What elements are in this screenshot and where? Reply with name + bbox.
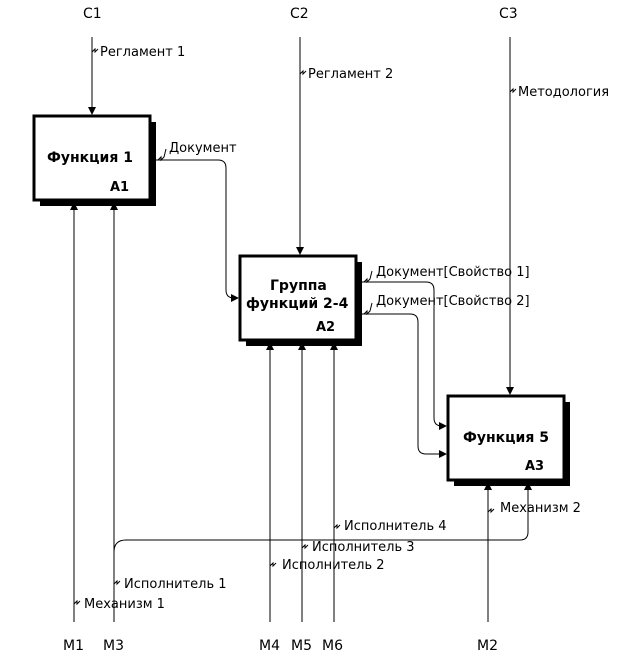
mechanism-m4-label: M4 [259, 638, 280, 654]
box-a3-frame [446, 394, 566, 482]
box-a2-frame [238, 254, 358, 342]
control-c3-label: C3 [499, 6, 518, 22]
label-connectors [73, 47, 517, 606]
control-c2-label: C2 [290, 6, 309, 22]
box-a3-number: A3 [525, 459, 544, 474]
control-c1-label: C1 [83, 6, 102, 22]
box-a1-title: Функция 1 [47, 150, 133, 166]
label-reglament2: Регламент 2 [308, 67, 393, 82]
box-a1-number: A1 [110, 180, 129, 195]
label-mechanism1: Механизм 1 [84, 597, 165, 612]
box-a2[interactable]: Группа функций 2-4 A2 [238, 254, 362, 346]
box-a2-title-line1: Группа [270, 278, 327, 294]
label-methodology: Методология [518, 85, 609, 100]
mechanism-m1-label: M1 [63, 638, 84, 654]
box-a3-title: Функция 5 [463, 430, 549, 446]
arrow-m3-executor4-branch[interactable] [113, 482, 532, 553]
label-mechanism2: Механизм 2 [500, 501, 581, 516]
label-executor4: Исполнитель 4 [344, 519, 447, 534]
box-a1[interactable]: Функция 1 A1 [32, 114, 156, 206]
mechanism-m3-label: M3 [103, 638, 124, 654]
label-document-prop1: Документ[Свойство 1] [376, 265, 530, 280]
mechanism-m6-label: M6 [322, 638, 343, 654]
label-executor2: Исполнитель 2 [282, 558, 385, 573]
arrow-document-prop2[interactable] [356, 313, 447, 458]
label-executor3: Исполнитель 3 [312, 540, 415, 555]
box-a3[interactable]: Функция 5 A3 [446, 394, 570, 486]
box-a2-number: A2 [316, 320, 335, 335]
label-reglament1: Регламент 1 [100, 45, 185, 60]
label-document: Документ [169, 141, 237, 156]
mechanism-m2-label: M2 [477, 638, 498, 654]
box-a1-frame [32, 114, 152, 202]
label-executor1: Исполнитель 1 [124, 577, 227, 592]
label-document-prop2: Документ[Свойство 2] [376, 294, 530, 309]
arrow-document-prop1[interactable] [356, 281, 447, 430]
arrow-document[interactable] [150, 159, 239, 302]
box-a2-title-line2: функций 2-4 [246, 296, 349, 312]
mechanism-m5-label: M5 [291, 638, 312, 654]
